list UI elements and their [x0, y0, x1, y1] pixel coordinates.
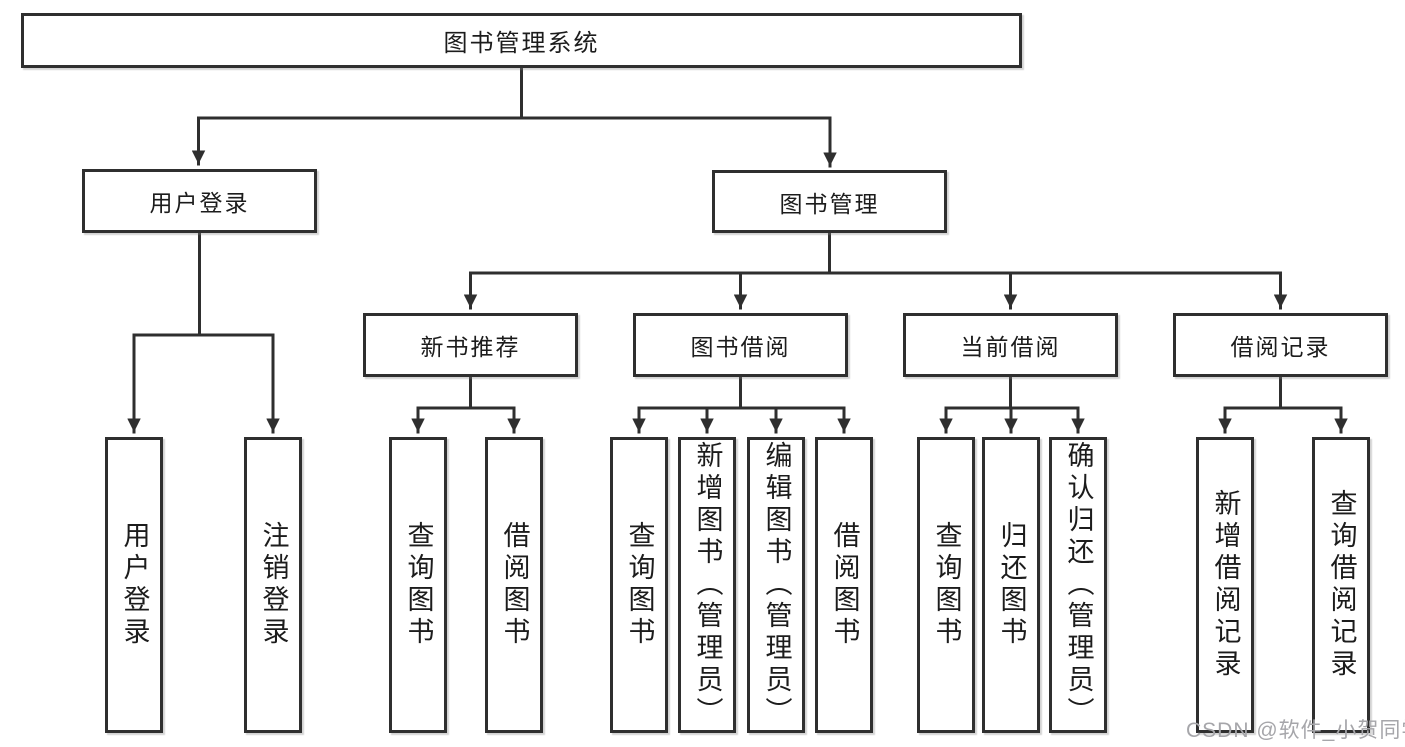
node-book-management: 图书管理: [712, 170, 947, 233]
leaf-borrowing-edit-books-admin: 编辑图书（管理员）: [747, 437, 805, 733]
node-borrowing-records: 借阅记录: [1173, 313, 1388, 377]
leaf-user-login: 用户登录: [105, 437, 163, 733]
node-label: 归还图书: [996, 521, 1027, 649]
node-user-login: 用户登录: [82, 169, 317, 233]
node-label: 新增借阅记录: [1210, 489, 1241, 681]
node-label: 查询图书: [403, 521, 434, 649]
node-label: 查询图书: [931, 521, 962, 649]
node-label: 确认归还（管理员）: [1063, 441, 1094, 729]
node-book-borrowing: 图书借阅: [633, 313, 848, 377]
node-label: 新增图书（管理员）: [692, 441, 723, 729]
node-label: 当前借阅: [960, 334, 1061, 360]
leaf-records-add-borrow-record: 新增借阅记录: [1196, 437, 1254, 733]
node-label: 图书管理系统: [443, 30, 600, 57]
node-label: 借阅图书: [499, 521, 530, 649]
node-label: 用户登录: [149, 190, 250, 216]
leaf-recommend-borrow-books: 借阅图书: [485, 437, 543, 733]
leaf-records-query-borrow-record: 查询借阅记录: [1312, 437, 1370, 733]
leaf-current-query-books: 查询图书: [917, 437, 975, 733]
leaf-current-confirm-return-admin: 确认归还（管理员）: [1049, 437, 1107, 733]
node-book-management-system: 图书管理系统: [21, 13, 1022, 68]
node-new-book-recommendation: 新书推荐: [363, 313, 578, 377]
node-label: 借阅图书: [829, 521, 860, 649]
csdn-watermark: CSDN @软件_小贺同学: [1186, 719, 1405, 742]
leaf-borrowing-add-books-admin: 新增图书（管理员）: [678, 437, 736, 733]
leaf-recommend-query-books: 查询图书: [389, 437, 447, 733]
node-label: 借阅记录: [1230, 334, 1331, 360]
node-label: 图书管理: [779, 190, 880, 217]
node-label: 用户登录: [119, 521, 150, 649]
node-label: 查询借阅记录: [1326, 489, 1357, 681]
node-label: 注销登录: [258, 521, 289, 649]
node-label: 查询图书: [624, 521, 655, 649]
node-label: 图书借阅: [690, 334, 791, 360]
leaf-current-return-books: 归还图书: [982, 437, 1040, 733]
node-label: 新书推荐: [420, 334, 521, 360]
leaf-borrowing-borrow-books: 借阅图书: [815, 437, 873, 733]
leaf-borrowing-query-books: 查询图书: [610, 437, 668, 733]
node-label: 编辑图书（管理员）: [761, 441, 792, 729]
node-current-borrowing: 当前借阅: [903, 313, 1118, 377]
leaf-logout: 注销登录: [244, 437, 302, 733]
